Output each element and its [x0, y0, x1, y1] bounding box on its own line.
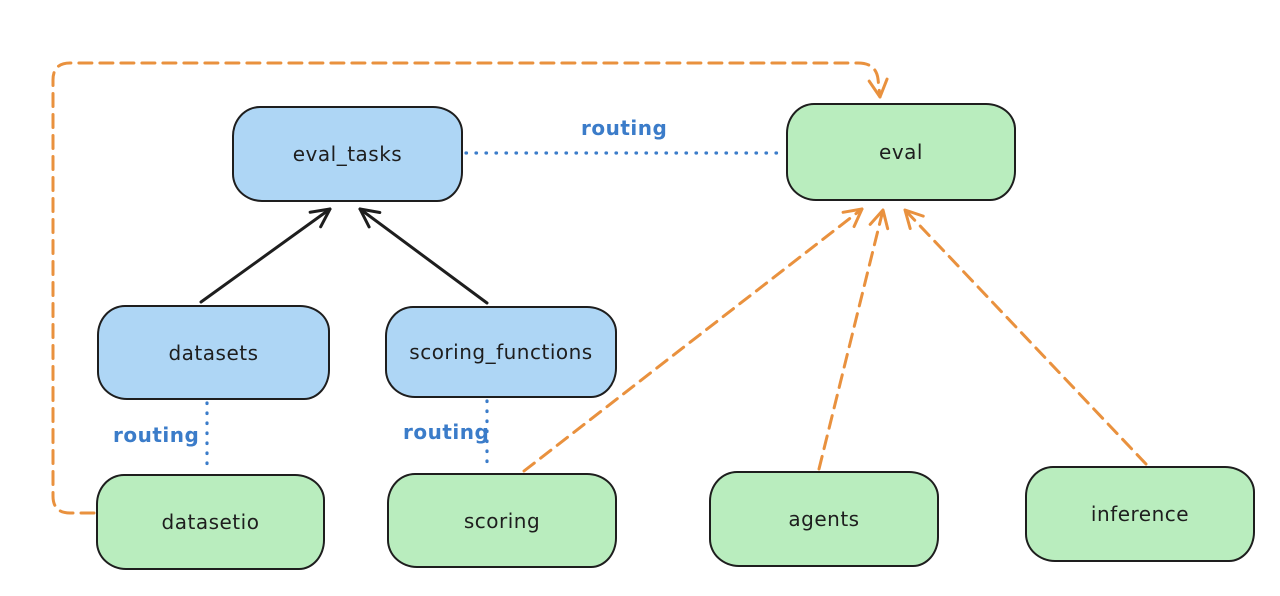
edge-datasets-to-eval-tasks [199, 207, 332, 304]
node-datasetio-label: datasetio [161, 510, 260, 534]
edge-scoring-functions-to-eval-tasks [358, 207, 489, 305]
node-scoring-functions: scoring_functions [385, 306, 617, 398]
node-eval-label: eval [879, 140, 923, 164]
node-eval-tasks-label: eval_tasks [292, 142, 403, 166]
node-eval-tasks: eval_tasks [232, 106, 463, 202]
node-inference-label: inference [1090, 502, 1190, 526]
node-datasets-label: datasets [168, 340, 259, 365]
node-eval: eval [786, 103, 1016, 201]
edge-label-routing-datasets-datasetio: routing [113, 423, 200, 447]
edge-label-routing-eval-tasks-eval: routing [581, 116, 668, 140]
node-datasets: datasets [97, 305, 330, 400]
node-agents-label: agents [788, 507, 860, 531]
node-inference: inference [1025, 466, 1255, 562]
node-scoring-label: scoring [463, 508, 541, 533]
edge-inference-to-eval-dashed [903, 208, 1148, 466]
node-datasetio: datasetio [96, 474, 325, 570]
node-agents: agents [709, 471, 939, 567]
node-scoring: scoring [387, 473, 617, 568]
node-scoring-functions-label: scoring_functions [409, 340, 593, 364]
edge-label-routing-scoring-functions-scoring: routing [403, 420, 490, 444]
edge-agents-to-eval-dashed [817, 208, 890, 471]
